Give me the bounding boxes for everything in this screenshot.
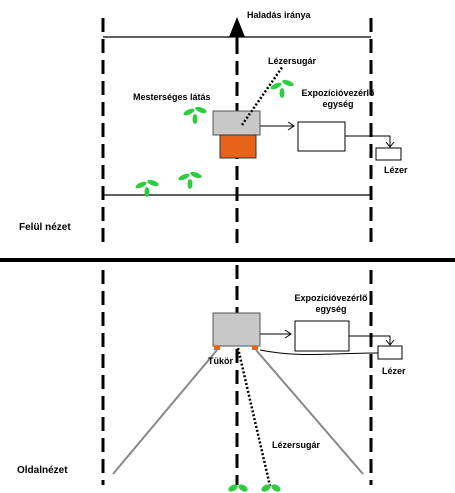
top-view-label: Felül nézet <box>19 222 71 233</box>
side-exposure-unit-label-line2: egység <box>315 304 347 314</box>
top-unit-to-laser-line <box>345 135 391 146</box>
side-exposure-unit-label: Expozícióvezérlő egység <box>288 293 374 315</box>
side-laser-beam-label: Lézersugár <box>272 440 321 450</box>
plant-side-2 <box>261 484 281 492</box>
top-camera-to-unit-arrowhead <box>287 121 295 131</box>
side-laser-to-mirror-line <box>259 349 379 356</box>
side-laser-box <box>377 345 403 360</box>
machine-vision-label: Mesterséges látás <box>133 92 211 102</box>
side-laser-head-left <box>214 346 220 350</box>
side-right-leg <box>255 349 364 475</box>
top-view-drawing <box>101 17 402 248</box>
plant-top-1 <box>270 79 294 98</box>
side-laser-label: Lézer <box>382 366 406 376</box>
top-laser-head <box>219 134 257 159</box>
top-laser-beam-label: Lézersugár <box>268 56 317 66</box>
direction-label: Haladás iránya <box>247 10 311 20</box>
side-unit-to-laser-arrowhead <box>385 339 395 346</box>
side-camera-to-unit-arrowhead <box>284 329 292 339</box>
side-view-drawing <box>101 265 403 492</box>
top-laser-box <box>375 147 402 161</box>
side-left-leg <box>112 349 218 475</box>
side-exposure-unit-box <box>294 320 350 352</box>
plant-top-4 <box>135 179 159 197</box>
side-exposure-unit-label-line1: Expozícióvezérlő <box>294 293 368 303</box>
side-view-label: Oldalnézet <box>17 465 68 476</box>
top-laser-label: Lézer <box>384 165 408 175</box>
top-unit-to-laser-arrowhead <box>385 141 395 148</box>
top-exposure-unit-label-line1: Expozícióvezérlő <box>301 88 375 98</box>
side-laser-beam <box>236 347 272 487</box>
direction-arrow-head <box>229 17 245 37</box>
mirror-label: Tükör <box>208 356 234 366</box>
side-camera-box <box>212 312 261 347</box>
plant-side-1 <box>228 484 248 492</box>
top-exposure-unit-label-line2: egység <box>322 99 354 109</box>
side-unit-to-laser-line <box>349 335 391 344</box>
side-laser-head-right <box>252 346 258 350</box>
plant-top-2 <box>183 106 207 124</box>
top-camera-box <box>212 110 261 136</box>
top-exposure-unit-box <box>297 121 346 152</box>
top-exposure-unit-label: Expozícióvezérlő egység <box>297 88 379 110</box>
plant-top-3 <box>178 171 202 189</box>
